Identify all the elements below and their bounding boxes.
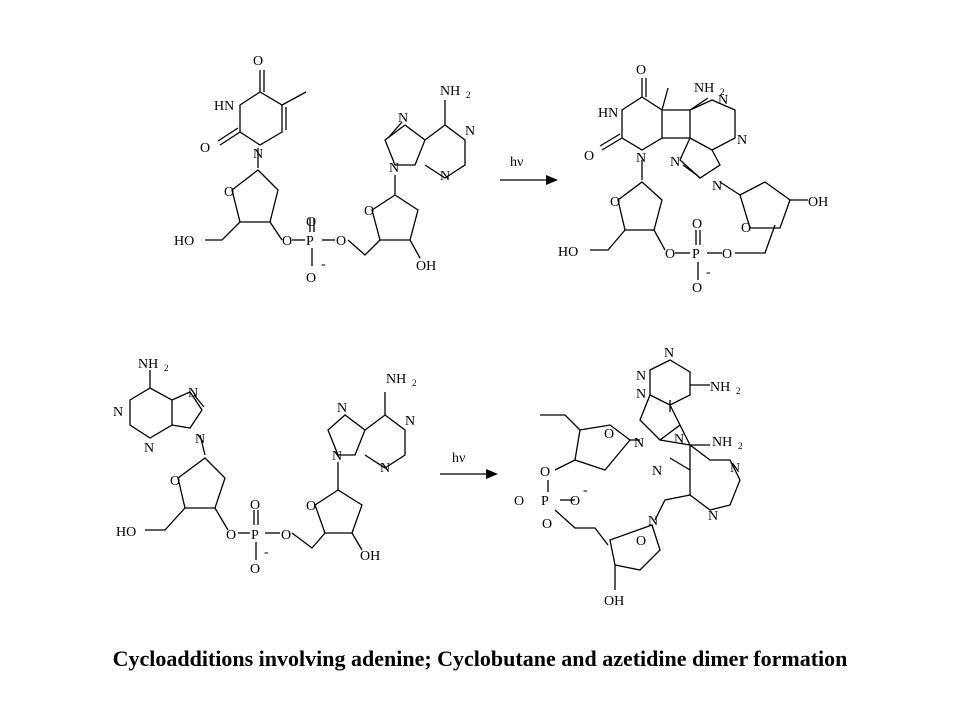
atom-p: P bbox=[692, 247, 700, 262]
atom-n: N bbox=[253, 147, 263, 162]
atom-oh: OH bbox=[808, 195, 828, 210]
reaction-arrow-2: hν bbox=[440, 451, 498, 479]
atom-n: N bbox=[380, 461, 390, 476]
charge-minus: - bbox=[264, 545, 269, 560]
arrow-label: hν bbox=[510, 155, 523, 170]
atom-hn: HN bbox=[598, 106, 618, 121]
atom-o: O bbox=[692, 217, 702, 232]
atom-n: N bbox=[674, 432, 684, 447]
atom-n: N bbox=[636, 387, 646, 402]
atom-nh: NH bbox=[710, 380, 730, 395]
product-cyclobutane-dimer: O HN O N NH 2 N N N N O HO O P O O - O O… bbox=[558, 63, 828, 296]
atom-n: N bbox=[405, 414, 415, 429]
subscript-2: 2 bbox=[720, 87, 725, 97]
atom-o: O bbox=[741, 221, 751, 236]
subscript-2: 2 bbox=[412, 378, 417, 388]
atom-o: O bbox=[636, 63, 646, 78]
subscript-2: 2 bbox=[164, 363, 169, 373]
product-azetidine-dimer: N N NH 2 N N N NH 2 N N N N O O O P O - … bbox=[514, 346, 743, 609]
atom-p: P bbox=[251, 528, 259, 543]
atom-n: N bbox=[664, 346, 674, 361]
atom-nh: NH bbox=[694, 81, 714, 96]
atom-n: N bbox=[634, 436, 644, 451]
charge-minus: - bbox=[706, 265, 711, 280]
atom-ho: HO bbox=[116, 525, 136, 540]
atom-o: O bbox=[636, 534, 646, 549]
arrow-label: hν bbox=[452, 451, 465, 466]
atom-o: O bbox=[306, 499, 316, 514]
atom-o: O bbox=[604, 427, 614, 442]
atom-nh: NH bbox=[138, 357, 158, 372]
reaction-arrow-1: hν bbox=[500, 155, 558, 185]
atom-o: O bbox=[540, 465, 550, 480]
atom-ho: HO bbox=[174, 234, 194, 249]
atom-o: O bbox=[542, 517, 552, 532]
reactant-thymine-adenine: O HN O N O HO O P O O - O O OH N N N N N… bbox=[174, 54, 475, 286]
atom-n: N bbox=[636, 151, 646, 166]
atom-n: N bbox=[652, 464, 662, 479]
atom-n: N bbox=[113, 405, 123, 420]
atom-n: N bbox=[730, 461, 740, 476]
atom-o: O bbox=[336, 234, 346, 249]
atom-o: O bbox=[570, 494, 580, 509]
atom-oh: OH bbox=[360, 549, 380, 564]
atom-o: O bbox=[250, 562, 260, 577]
atom-nh: NH bbox=[386, 372, 406, 387]
atom-oh: OH bbox=[416, 259, 436, 274]
atom-n: N bbox=[712, 179, 722, 194]
atom-o: O bbox=[226, 528, 236, 543]
subscript-2: 2 bbox=[738, 441, 743, 451]
atom-n: N bbox=[708, 509, 718, 524]
reactant-adenine-adenine: NH 2 N N N N O HO O P O O - O O OH N N N… bbox=[113, 357, 417, 577]
atom-o: O bbox=[282, 234, 292, 249]
atom-n: N bbox=[188, 386, 198, 401]
atom-n: N bbox=[195, 432, 205, 447]
atom-ho: HO bbox=[558, 245, 578, 260]
atom-n: N bbox=[636, 369, 646, 384]
atom-o: O bbox=[306, 271, 316, 286]
atom-o: O bbox=[170, 474, 180, 489]
atom-o: O bbox=[665, 247, 675, 262]
atom-oh: OH bbox=[604, 594, 624, 609]
atom-o: O bbox=[224, 185, 234, 200]
atom-n: N bbox=[398, 111, 408, 126]
atom-n: N bbox=[144, 441, 154, 456]
atom-n: N bbox=[389, 161, 399, 176]
charge-minus: - bbox=[321, 257, 326, 272]
atom-o: O bbox=[692, 281, 702, 296]
atom-o: O bbox=[584, 149, 594, 164]
atom-n: N bbox=[332, 449, 342, 464]
figure-caption: Cycloadditions involving adenine; Cyclob… bbox=[112, 646, 848, 671]
atom-nh: NH bbox=[712, 435, 732, 450]
atom-o: O bbox=[514, 494, 524, 509]
atom-n: N bbox=[737, 133, 747, 148]
atom-p: P bbox=[541, 494, 549, 509]
atom-o: O bbox=[306, 215, 316, 230]
atom-n: N bbox=[718, 93, 728, 108]
atom-o: O bbox=[200, 141, 210, 156]
atom-hn: HN bbox=[214, 99, 234, 114]
atom-o: O bbox=[281, 528, 291, 543]
atom-n: N bbox=[440, 169, 450, 184]
atom-nh: NH bbox=[440, 84, 460, 99]
subscript-2: 2 bbox=[466, 90, 471, 100]
atom-n: N bbox=[648, 514, 658, 529]
atom-o: O bbox=[364, 204, 374, 219]
subscript-2: 2 bbox=[736, 386, 741, 396]
atom-n: N bbox=[337, 401, 347, 416]
atom-p: P bbox=[306, 234, 314, 249]
atom-o: O bbox=[253, 54, 263, 69]
atom-o: O bbox=[250, 498, 260, 513]
atom-n: N bbox=[670, 155, 680, 170]
charge-minus: - bbox=[583, 483, 588, 498]
atom-o: O bbox=[610, 195, 620, 210]
atom-n: N bbox=[465, 124, 475, 139]
atom-o: O bbox=[722, 247, 732, 262]
